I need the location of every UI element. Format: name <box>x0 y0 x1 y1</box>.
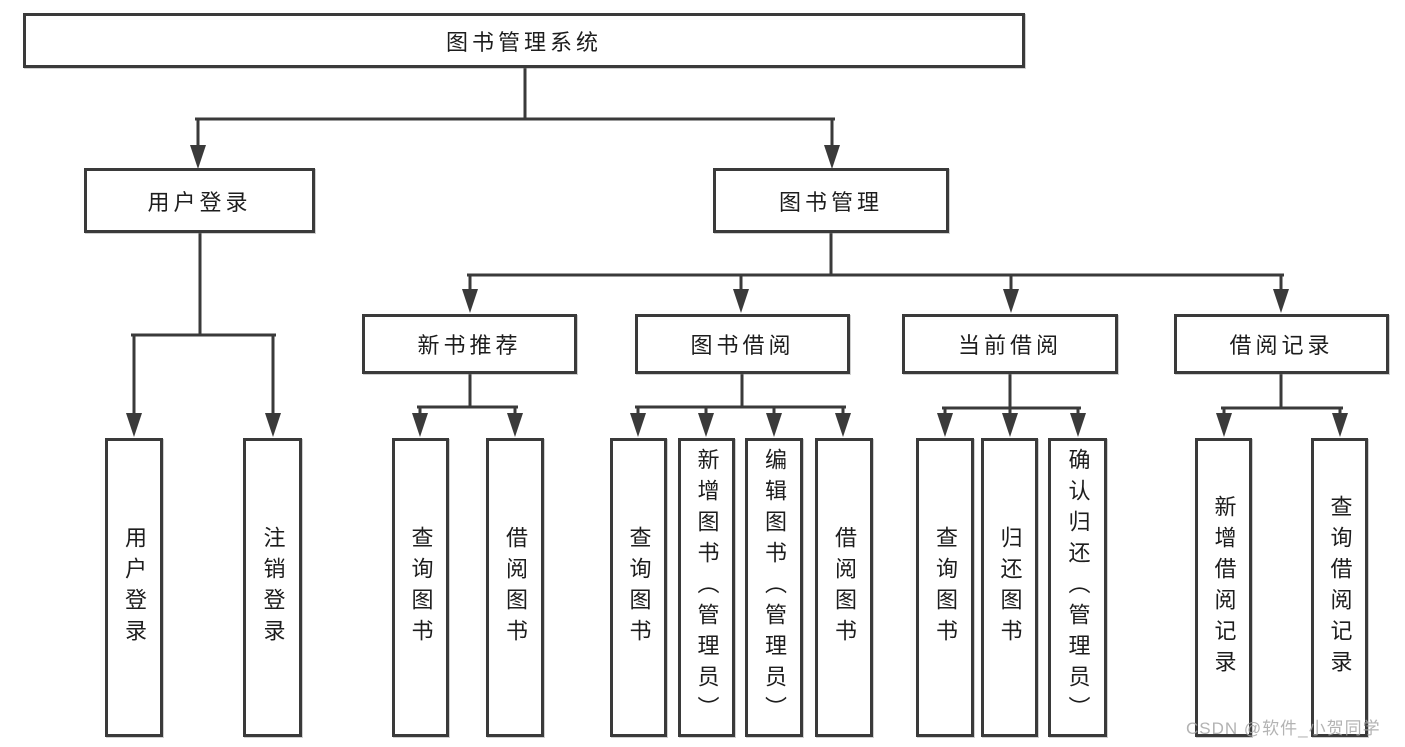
arrow-icon <box>733 289 749 313</box>
arrow-icon <box>126 413 142 437</box>
edge-new-book-rec <box>417 372 518 418</box>
node-leaf-nb-borrow-book-label: 借阅图书 <box>503 525 528 650</box>
arrow-icon <box>1003 289 1019 313</box>
arrow-icon <box>507 413 523 437</box>
arrow-icon <box>462 289 478 313</box>
node-current-borrow: 当前借阅 <box>902 314 1118 374</box>
node-leaf-br-add-record: 新增借阅记录 <box>1195 438 1252 737</box>
edge-book-mgmt <box>467 231 1284 296</box>
node-leaf-bb-query-book-label: 查询图书 <box>626 525 652 650</box>
node-user-login: 用户登录 <box>84 168 315 233</box>
arrow-icon <box>630 413 646 437</box>
arrow-icon <box>937 413 953 437</box>
node-leaf-nb-query-book-label: 查询图书 <box>408 525 434 650</box>
arrow-icon <box>1332 413 1348 437</box>
arrow-icon <box>1002 413 1018 437</box>
arrowheads <box>126 145 1348 437</box>
node-leaf-cb-return-book-label: 归还图书 <box>997 525 1023 650</box>
node-leaf-bb-edit-book-label: 编辑图书（管理员） <box>762 448 787 727</box>
node-leaf-bb-borrow-book-label: 借阅图书 <box>832 525 857 650</box>
node-leaf-bb-add-book: 新增图书（管理员） <box>678 438 735 737</box>
node-leaf-nb-borrow-book: 借阅图书 <box>486 438 544 737</box>
edge-root <box>195 66 835 150</box>
node-book-borrow: 图书借阅 <box>635 314 850 374</box>
node-book-borrow-label: 图书借阅 <box>690 333 795 358</box>
node-leaf-nb-query-book: 查询图书 <box>392 438 449 737</box>
node-new-book-rec-label: 新书推荐 <box>417 333 522 358</box>
edge-book-borrow <box>635 372 846 418</box>
arrow-icon <box>190 145 206 169</box>
node-new-book-rec: 新书推荐 <box>362 314 577 374</box>
node-leaf-br-query-record: 查询借阅记录 <box>1311 438 1368 737</box>
node-leaf-br-add-record-label: 新增借阅记录 <box>1211 494 1237 681</box>
node-leaf-bb-query-book: 查询图书 <box>610 438 667 737</box>
node-leaf-user-login: 用户登录 <box>105 438 163 737</box>
node-borrow-record: 借阅记录 <box>1174 314 1389 374</box>
arrow-icon <box>1216 413 1232 437</box>
node-leaf-br-query-record-label: 查询借阅记录 <box>1327 494 1353 681</box>
node-user-login-label: 用户登录 <box>147 189 252 215</box>
node-leaf-cb-confirm-return-label: 确认归还（管理员） <box>1065 448 1091 727</box>
arrow-icon <box>1273 289 1289 313</box>
arrow-icon <box>766 413 782 437</box>
arrow-icon <box>824 145 840 169</box>
arrow-icon <box>698 413 714 437</box>
node-book-mgmt-label: 图书管理 <box>778 189 883 215</box>
arrow-icon <box>1070 413 1086 437</box>
node-root-label: 图书管理系统 <box>445 29 602 55</box>
arrow-icon <box>412 413 428 437</box>
node-leaf-logout-label: 注销登录 <box>260 525 286 650</box>
edge-user-login <box>131 231 276 418</box>
edge-current-borrow <box>942 372 1081 418</box>
watermark: CSDN @软件_小贺同学 <box>1186 719 1381 738</box>
node-borrow-record-label: 借阅记录 <box>1229 333 1334 358</box>
node-leaf-user-login-label: 用户登录 <box>122 525 147 650</box>
node-leaf-cb-query-book: 查询图书 <box>916 438 974 737</box>
node-leaf-cb-return-book: 归还图书 <box>981 438 1038 737</box>
node-root: 图书管理系统 <box>23 13 1025 68</box>
node-leaf-logout: 注销登录 <box>243 438 302 737</box>
node-leaf-cb-query-book-label: 查询图书 <box>933 525 958 650</box>
node-book-mgmt: 图书管理 <box>713 168 949 233</box>
node-leaf-bb-add-book-label: 新增图书（管理员） <box>694 448 720 727</box>
node-leaf-bb-borrow-book: 借阅图书 <box>815 438 873 737</box>
node-leaf-cb-confirm-return: 确认归还（管理员） <box>1048 438 1107 737</box>
arrow-icon <box>835 413 851 437</box>
arrow-icon <box>265 413 281 437</box>
node-leaf-bb-edit-book: 编辑图书（管理员） <box>745 438 803 737</box>
node-current-borrow-label: 当前借阅 <box>957 333 1062 358</box>
edge-borrow-record <box>1221 372 1343 418</box>
